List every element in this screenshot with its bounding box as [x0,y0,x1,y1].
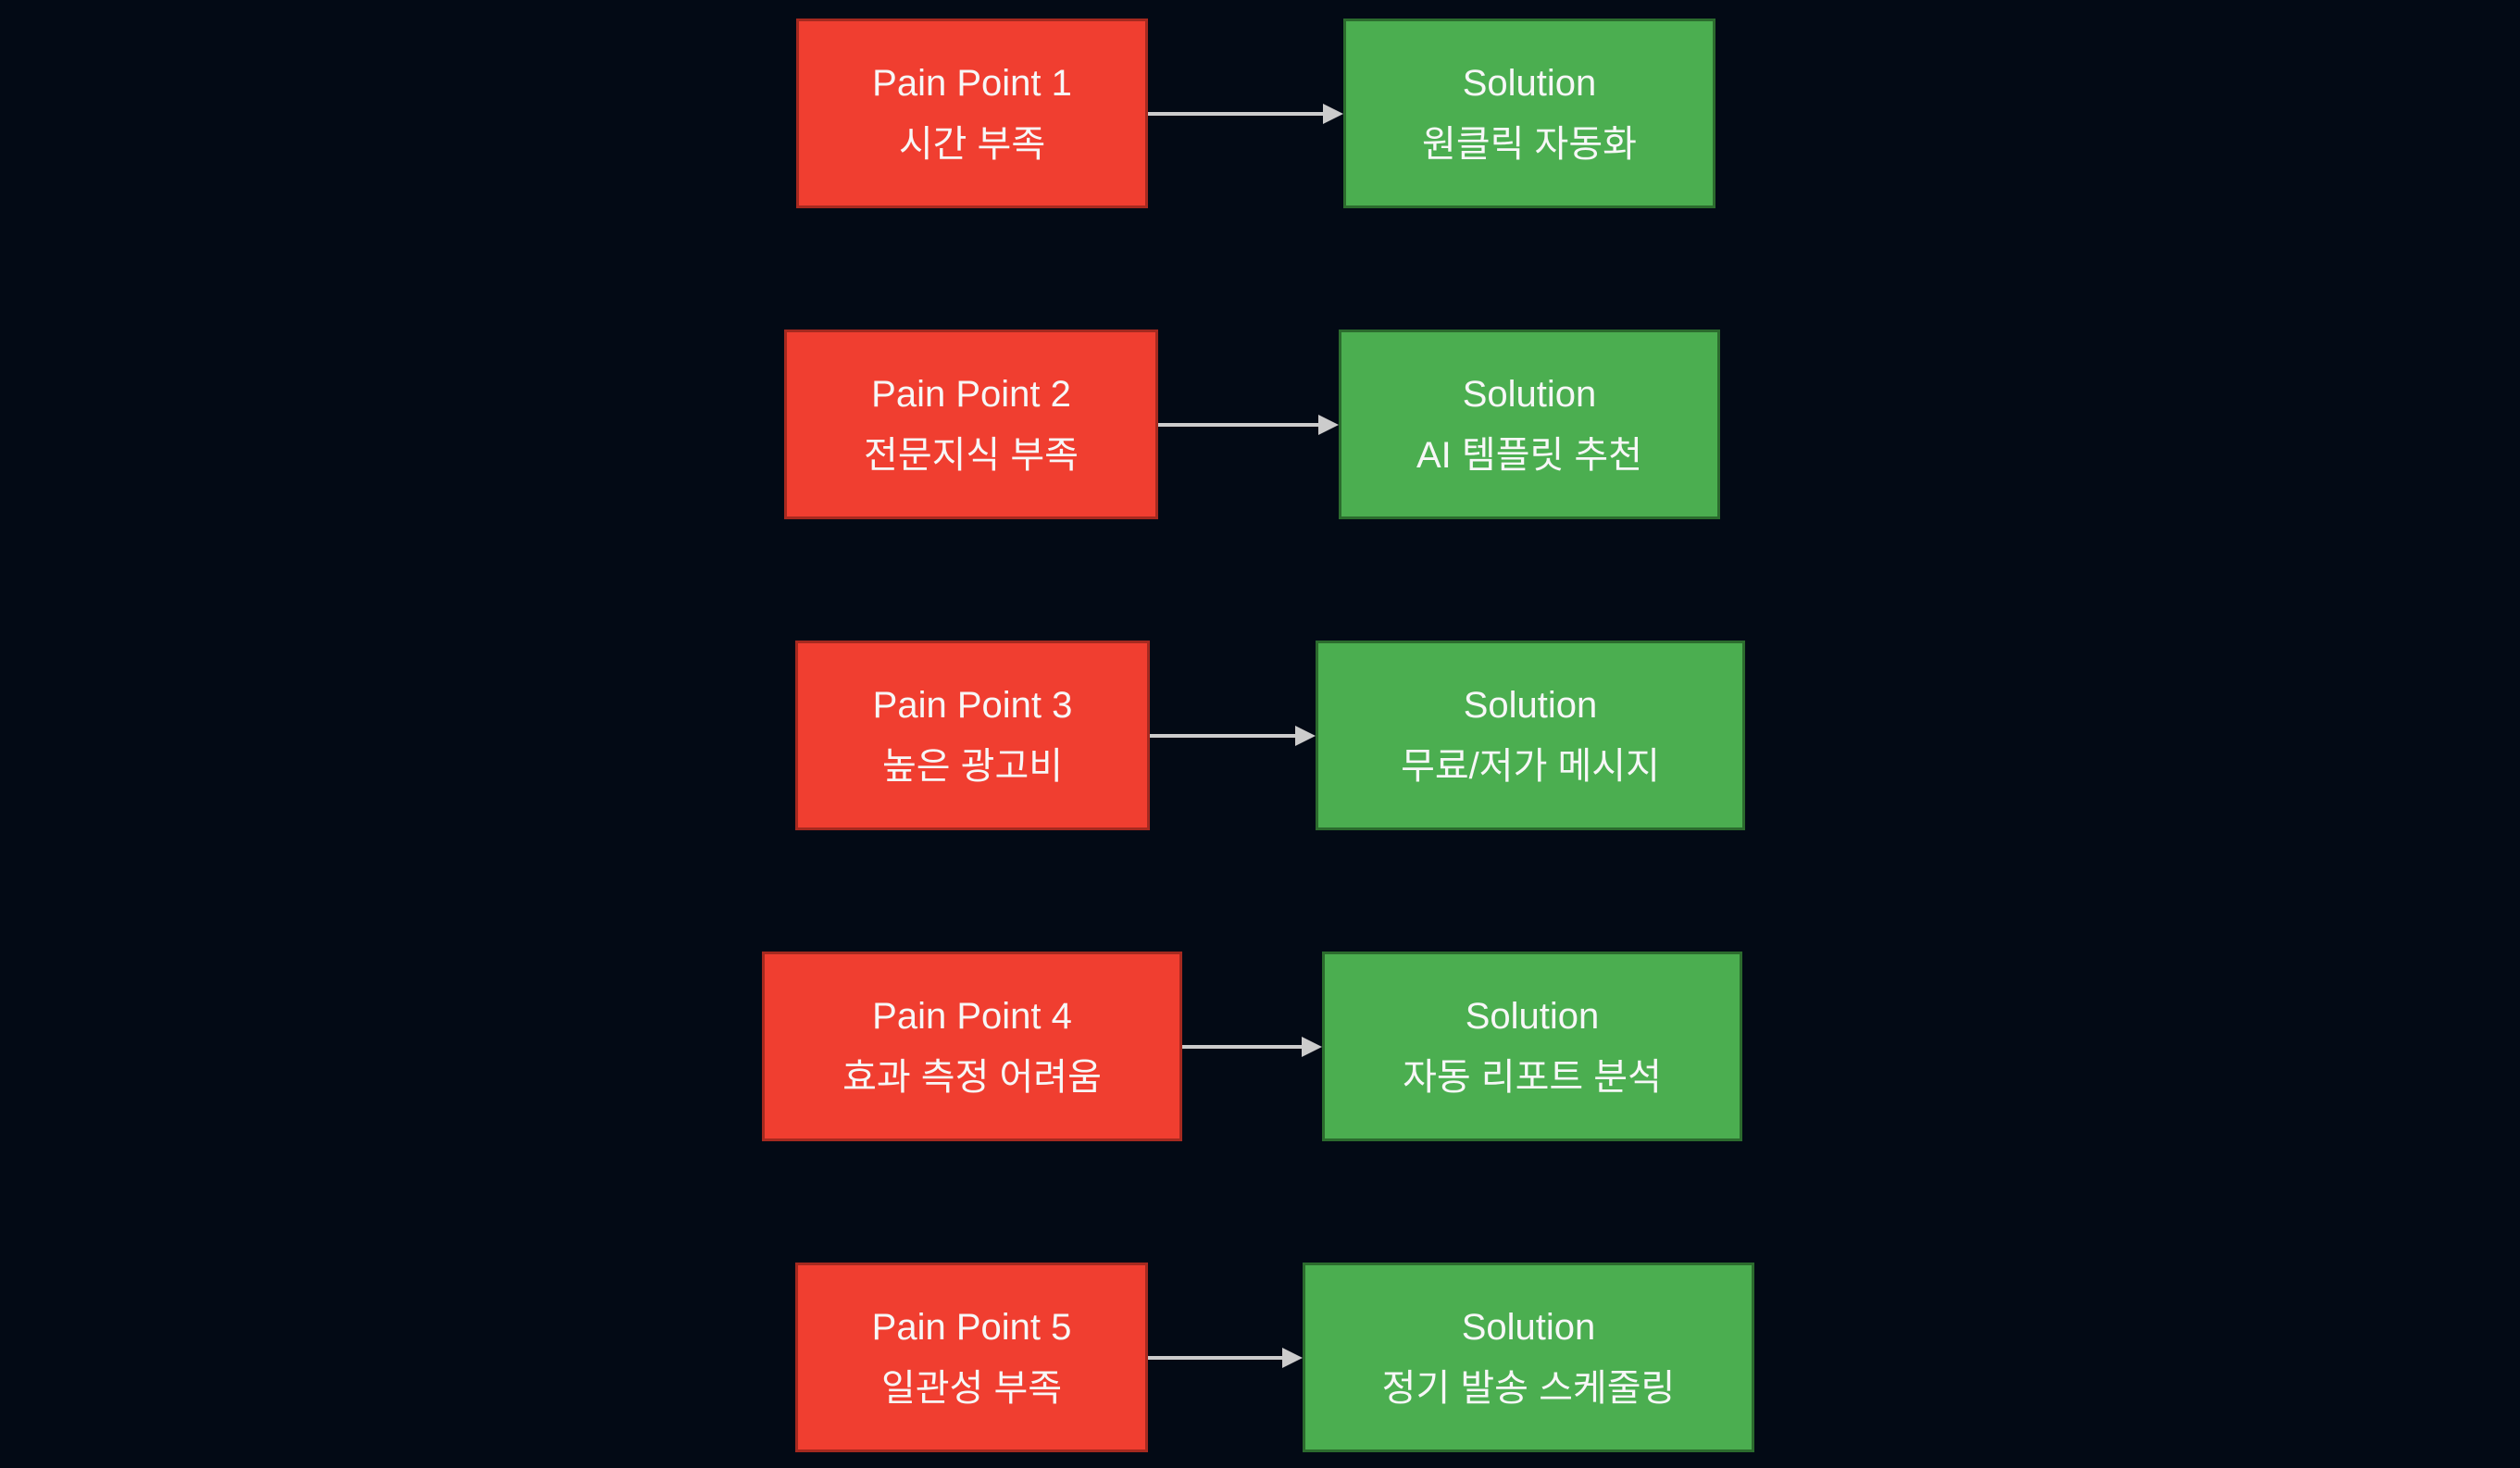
arrow-shaft [1182,1044,1305,1049]
pain-solution-row-5: Pain Point 5 일관성 부족 Solution 정기 발송 스케줄링 [0,1263,2520,1452]
solution-subtitle: 무료/저가 메시지 [1401,745,1660,787]
pain-point-title: Pain Point 5 [871,1306,1072,1348]
arrow-head [1302,1036,1322,1057]
pain-point-box-2: Pain Point 2 전문지식 부족 [784,330,1158,519]
solution-subtitle: 정기 발송 스케줄링 [1381,1367,1676,1409]
solution-box-1: Solution 원클릭 자동화 [1343,19,1715,208]
arrow-right-icon [1150,641,1316,830]
pain-point-box-3: Pain Point 3 높은 광고비 [795,641,1150,830]
arrow-head [1295,725,1316,746]
arrow-head [1318,414,1339,435]
pain-point-title: Pain Point 4 [872,995,1072,1037]
solution-subtitle: AI 템플릿 추천 [1416,434,1643,476]
arrow-right-icon [1182,952,1322,1141]
solution-title: Solution [1461,1306,1596,1348]
solution-title: Solution [1462,373,1597,415]
pain-point-subtitle: 높은 광고비 [881,745,1064,787]
pain-point-subtitle: 효과 측정 어려움 [842,1056,1102,1098]
pain-solution-row-1: Pain Point 1 시간 부족 Solution 원클릭 자동화 [0,19,2520,208]
pain-point-title: Pain Point 1 [872,62,1072,104]
pain-solution-row-2: Pain Point 2 전문지식 부족 Solution AI 템플릿 추천 [0,330,2520,519]
pain-point-subtitle: 시간 부족 [898,123,1046,165]
solution-subtitle: 원클릭 자동화 [1422,123,1637,165]
solution-title: Solution [1462,62,1597,104]
solution-box-4: Solution 자동 리포트 분석 [1322,952,1742,1141]
pain-solution-row-3: Pain Point 3 높은 광고비 Solution 무료/저가 메시지 [0,641,2520,830]
pain-point-title: Pain Point 3 [872,684,1073,726]
arrow-shaft [1158,422,1322,427]
arrow-right-icon [1148,19,1343,208]
pain-point-subtitle: 전문지식 부족 [864,434,1079,476]
pain-point-box-4: Pain Point 4 효과 측정 어려움 [762,952,1182,1141]
pain-solution-row-4: Pain Point 4 효과 측정 어려움 Solution 자동 리포트 분… [0,952,2520,1141]
arrow-shaft [1150,733,1299,738]
solution-box-5: Solution 정기 발송 스케줄링 [1303,1263,1754,1452]
solution-box-2: Solution AI 템플릿 추천 [1339,330,1720,519]
arrow-right-icon [1148,1263,1303,1452]
arrow-head [1323,103,1343,124]
solution-subtitle: 자동 리포트 분석 [1403,1056,1662,1098]
arrow-shaft [1148,111,1327,116]
arrow-shaft [1148,1355,1286,1360]
pain-point-box-1: Pain Point 1 시간 부족 [796,19,1148,208]
solution-title: Solution [1465,995,1600,1037]
arrow-head [1282,1347,1303,1368]
solution-box-3: Solution 무료/저가 메시지 [1316,641,1745,830]
pain-point-box-5: Pain Point 5 일관성 부족 [795,1263,1148,1452]
solution-title: Solution [1463,684,1598,726]
pain-point-title: Pain Point 2 [871,373,1071,415]
arrow-right-icon [1158,330,1339,519]
pain-point-subtitle: 일관성 부족 [880,1367,1063,1409]
